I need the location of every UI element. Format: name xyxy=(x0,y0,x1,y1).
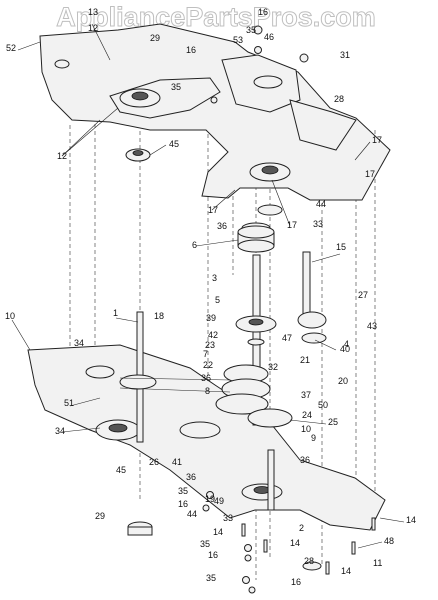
part-callout: 12 xyxy=(57,151,67,161)
part-callout: 24 xyxy=(302,410,312,420)
part-callout: 7 xyxy=(203,349,208,359)
part-callout: 35 xyxy=(246,25,256,35)
part-callout: 17 xyxy=(365,169,375,179)
part-callout: 16 xyxy=(258,7,268,17)
part-callout: 42 xyxy=(208,330,218,340)
part-callout: 10 xyxy=(5,311,15,321)
part-callout: 32 xyxy=(268,362,278,372)
part-callout: 45 xyxy=(116,465,126,475)
part-callout: 36 xyxy=(201,373,211,383)
part-callout: 35 xyxy=(200,539,210,549)
part-callout: 33 xyxy=(223,513,233,523)
part-callout: 28 xyxy=(334,94,344,104)
part-callout: 49 xyxy=(214,496,224,506)
upper-housing-plate xyxy=(39,23,391,201)
part-callout: 39 xyxy=(206,313,216,323)
part-callout: 35 xyxy=(206,573,216,583)
part-callout: 47 xyxy=(282,333,292,343)
part-callout: 29 xyxy=(95,511,105,521)
part-callout: 34 xyxy=(55,426,65,436)
part-callout: 12 xyxy=(88,23,98,33)
part-callout: 17 xyxy=(208,205,218,215)
part-callout: 25 xyxy=(328,417,338,427)
part-callout: 36 xyxy=(300,455,310,465)
part-callout: 16 xyxy=(208,550,218,560)
part-callout: 13 xyxy=(88,7,98,17)
part-callout: 28 xyxy=(304,556,314,566)
part-callout: 35 xyxy=(171,82,181,92)
part-callout: 43 xyxy=(367,321,377,331)
part-callout: 19 xyxy=(205,494,215,504)
part-callout: 2 xyxy=(299,523,304,533)
part-callout: 16 xyxy=(186,45,196,55)
part-callout: 34 xyxy=(74,338,84,348)
part-callout: 21 xyxy=(300,355,310,365)
part-callout: 50 xyxy=(318,400,328,410)
part-callout: 8 xyxy=(205,386,210,396)
part-callout: 22 xyxy=(203,360,213,370)
part-callout: 14 xyxy=(341,566,351,576)
part-callout: 16 xyxy=(291,577,301,587)
part-callout: 37 xyxy=(301,390,311,400)
part-callout: 27 xyxy=(358,290,368,300)
part-callout: 44 xyxy=(187,509,197,519)
part-callout: 1 xyxy=(113,308,118,318)
part-callout: 18 xyxy=(154,311,164,321)
part-callout: 29 xyxy=(150,33,160,43)
part-callout: 23 xyxy=(205,340,215,350)
part-callout: 17 xyxy=(372,135,382,145)
part-callout: 15 xyxy=(336,242,346,252)
part-callout: 20 xyxy=(338,376,348,386)
part-callout: 33 xyxy=(313,219,323,229)
part-callout: 36 xyxy=(186,472,196,482)
part-callout: 10 xyxy=(301,424,311,434)
watermark-text: AppliancePartsPros.com xyxy=(56,2,376,32)
part-callout: 31 xyxy=(340,50,350,60)
part-callout: 9 xyxy=(311,433,316,443)
gear-stack xyxy=(119,148,327,571)
part-callout: 36 xyxy=(217,221,227,231)
part-callout: 26 xyxy=(149,457,159,467)
part-callout: 45 xyxy=(169,139,179,149)
fasteners xyxy=(202,25,376,594)
part-callout: 52 xyxy=(6,43,16,53)
part-callout: 44 xyxy=(316,199,326,209)
part-callout: 51 xyxy=(64,398,74,408)
part-callout: 46 xyxy=(264,32,274,42)
part-callout: 5 xyxy=(215,295,220,305)
part-callout: 14 xyxy=(213,527,223,537)
part-callout: 4 xyxy=(344,339,349,349)
part-callout: 17 xyxy=(287,220,297,230)
part-callout: 41 xyxy=(172,457,182,467)
part-callout: 14 xyxy=(406,515,416,525)
part-callout: 53 xyxy=(233,35,243,45)
part-callout: 3 xyxy=(212,273,217,283)
part-callout: 48 xyxy=(384,536,394,546)
part-callout: 40 xyxy=(340,344,350,354)
leader-lines xyxy=(11,23,405,549)
part-callout: 35 xyxy=(178,486,188,496)
part-callout: 6 xyxy=(192,240,197,250)
part-callout: 16 xyxy=(178,499,188,509)
part-callout: 11 xyxy=(373,558,382,568)
part-callout: 14 xyxy=(290,538,300,548)
